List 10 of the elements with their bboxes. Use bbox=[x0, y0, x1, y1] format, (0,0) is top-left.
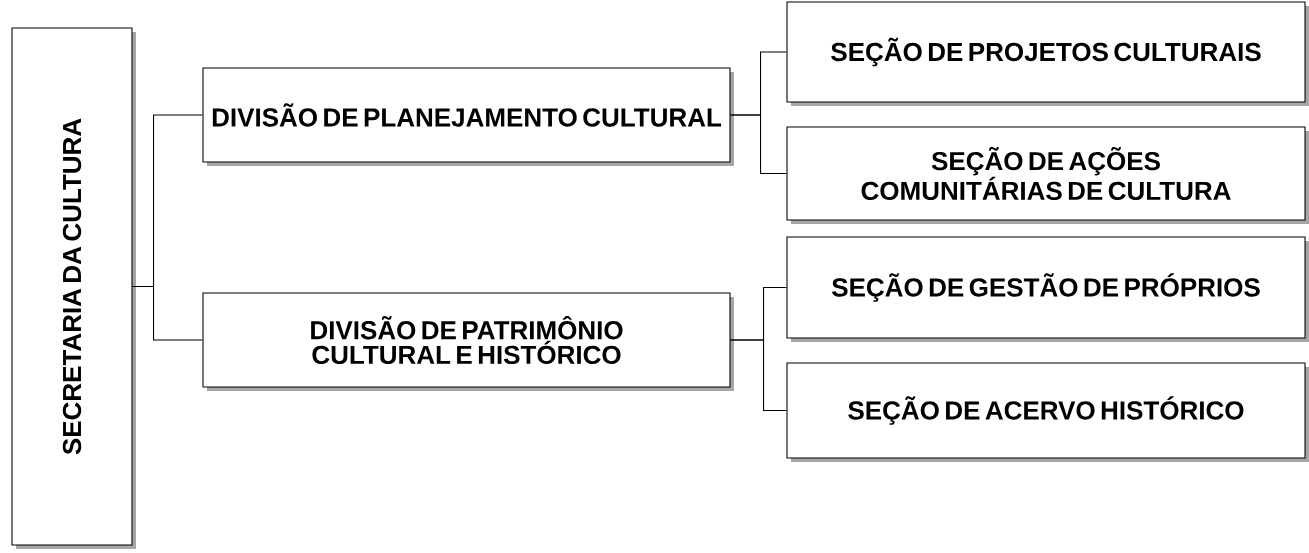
org-box: SEÇÃO DE PROJETOS CULTURAIS bbox=[786, 1, 1309, 106]
connector-line bbox=[132, 285, 203, 341]
connector-line bbox=[730, 114, 787, 175]
org-box: DIVISÃO DE PLANEJAMENTO CULTURAL bbox=[202, 67, 734, 166]
org-box: DIVISÃO DE PATRIMÔNIO CULTURAL E HISTÓRICO bbox=[202, 292, 734, 391]
org-box: SEÇÃO DE GESTÃO DE PRÓPRIOS bbox=[786, 236, 1309, 342]
org-box: SECRETARIA DA CULTURA bbox=[11, 27, 136, 549]
org-box: SEÇÃO DE ACERVO HISTÓRICO bbox=[786, 362, 1309, 462]
connector-line bbox=[730, 339, 787, 412]
org-box: SEÇÃO DE AÇÕES COMUNITÁRIAS DE CULTURA bbox=[786, 126, 1309, 224]
